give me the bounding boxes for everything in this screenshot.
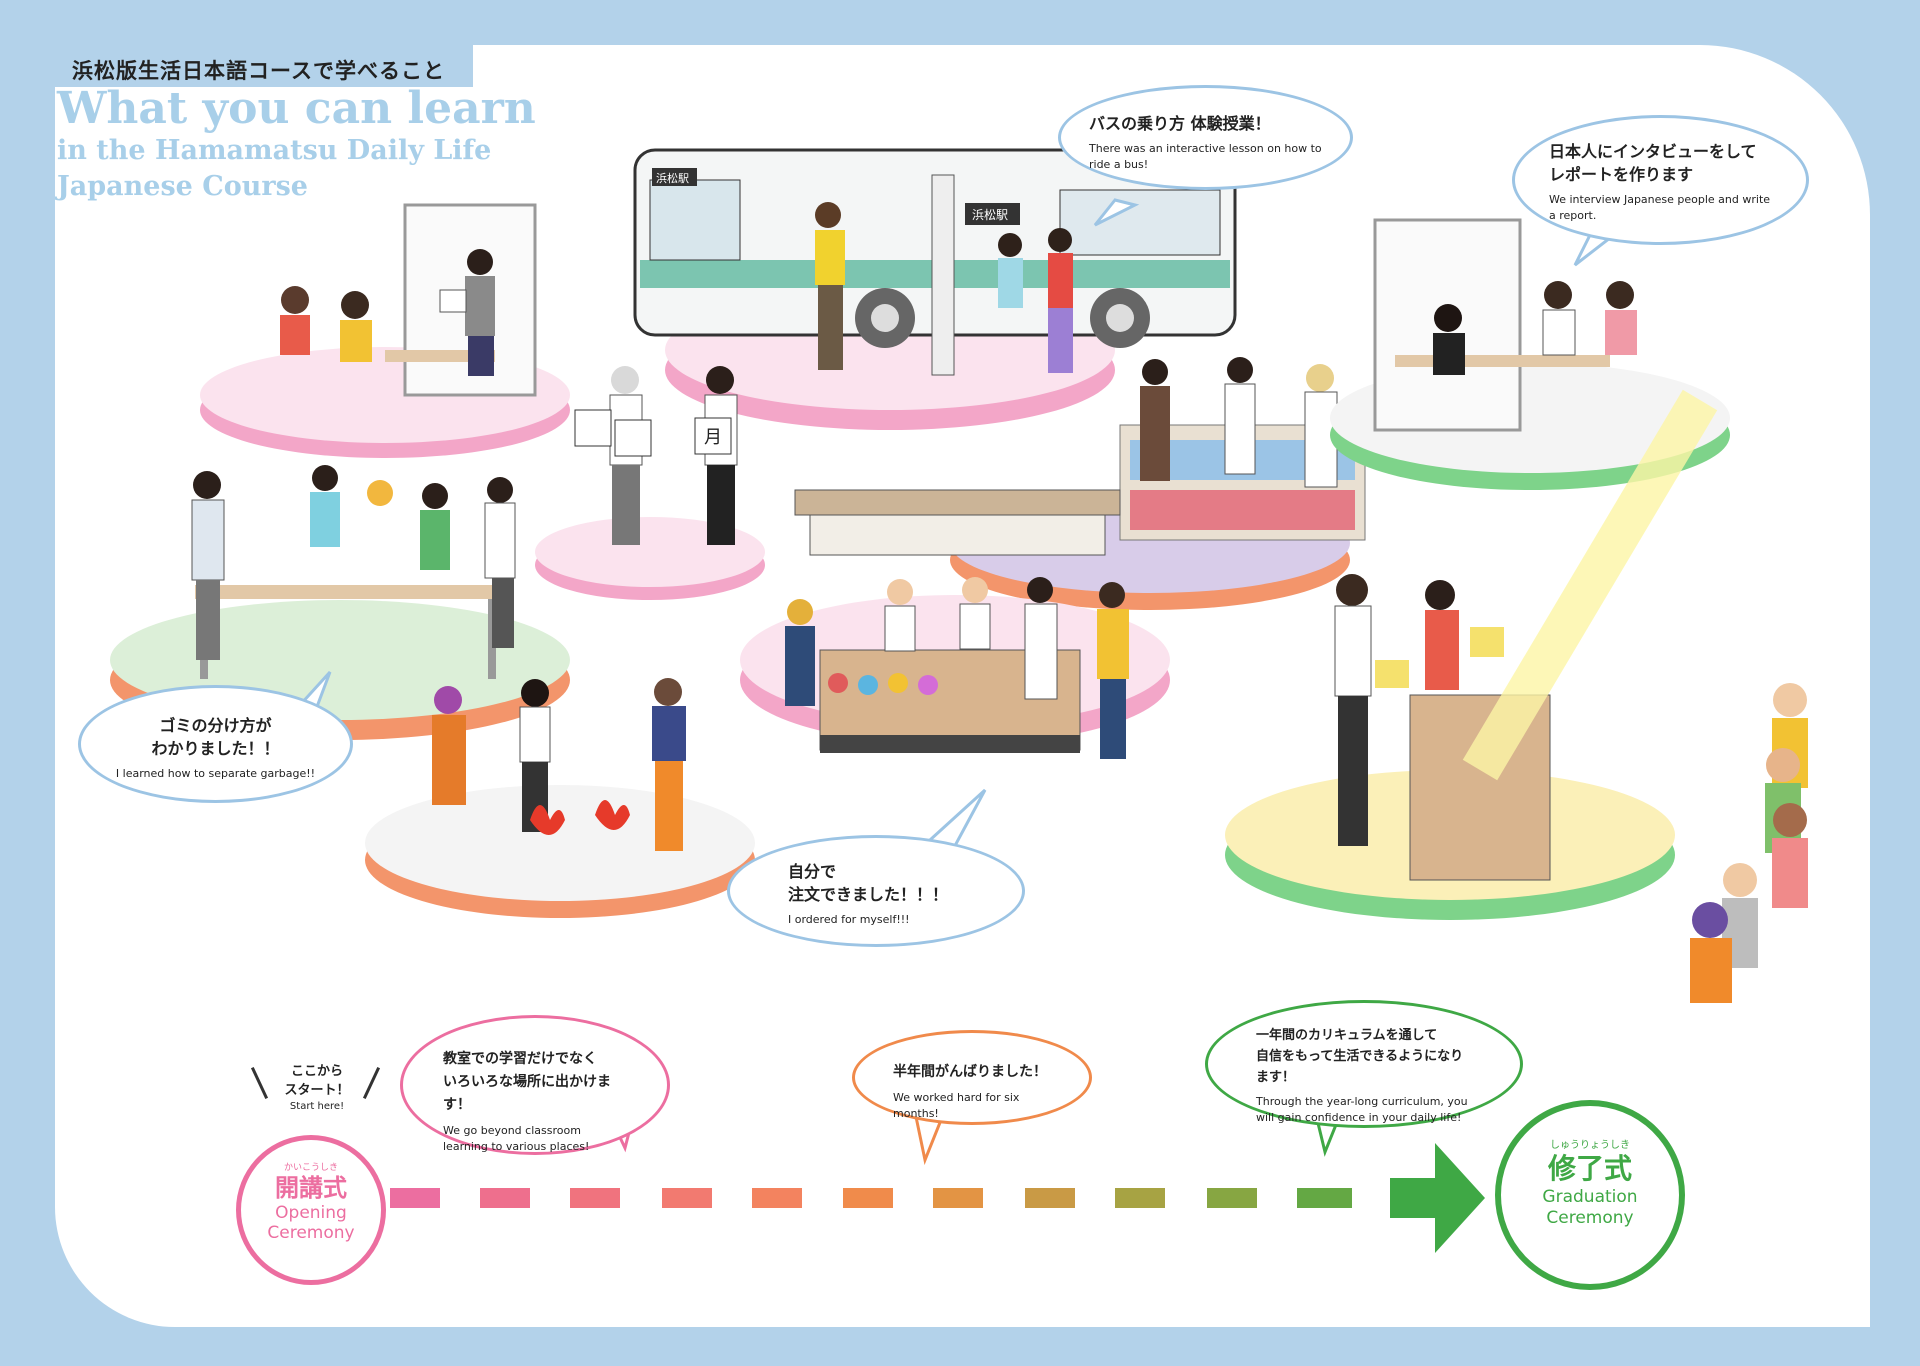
places-text-en: We go beyond classroom learning to vario… — [443, 1124, 590, 1153]
title-english-line2: in the Hamamatsu Daily Life — [57, 135, 492, 166]
bus-lesson-bubble: バスの乗り方 体験授業！ There was an interactive le… — [1058, 85, 1353, 190]
graduation-en2: Ceremony — [1546, 1208, 1634, 1228]
bus-destination-sign: 浜松駅 — [972, 208, 1008, 222]
opening-ceremony-circle: かいこうしき 開講式 Opening Ceremony — [236, 1135, 386, 1285]
six-months-bubble: 半年間がんばりました！ We worked hard for six month… — [852, 1030, 1092, 1125]
order-text-jp2: 注文できました！！！ — [788, 885, 949, 904]
places-text-jp1: 教室での学習だけでなく — [443, 1051, 597, 1067]
curriculum-text-jp2: 自信をもって生活できるようになります！ — [1256, 1049, 1464, 1085]
curriculum-text-jp1: 一年間のカリキュラムを通して — [1256, 1028, 1438, 1043]
timeline — [390, 1143, 1485, 1253]
graduation-scene — [1225, 389, 1718, 920]
fire-drill-scene — [365, 678, 755, 918]
start-here-en: Start here! — [289, 1101, 345, 1112]
classroom-scene — [200, 203, 570, 458]
order-text-en: I ordered for myself!!! — [788, 913, 910, 926]
bus-lesson-text-jp: バスの乗り方 体験授業！ — [1089, 114, 1271, 133]
cards-scene: 月 — [535, 366, 765, 600]
opening-jp: 開講式 — [275, 1174, 347, 1202]
interview-bubble: 日本人にインタビューをして レポートを作ります We interview Jap… — [1512, 115, 1809, 245]
graduation-jp: 修了式 — [1547, 1152, 1632, 1185]
interview-text-en: We interview Japanese people and write a… — [1549, 193, 1771, 222]
title-english-line1: What you can learn — [57, 83, 536, 134]
graduation-ceremony-circle: しゅうりょうしき 修了式 Graduation Ceremony — [1495, 1100, 1685, 1290]
food-stall-scene — [740, 489, 1170, 759]
title-english: What you can learn in the Hamamatsu Dail… — [57, 85, 536, 205]
order-bubble: 自分で 注文できました！！！ I ordered for myself!!! — [727, 835, 1025, 947]
places-text-jp2: いろいろな場所に出かけます！ — [443, 1074, 611, 1113]
curriculum-bubble: 一年間のカリキュラムを通して 自信をもって生活できるようになります！ Throu… — [1205, 1000, 1523, 1128]
garbage-text-jp2: わかりました！！ — [151, 739, 280, 758]
bus-lesson-text-en: There was an interactive lesson on how t… — [1089, 142, 1322, 171]
title-japanese: 浜松版生活日本語コースで学べること — [72, 59, 445, 83]
title-english-line3: Japanese Course — [57, 171, 308, 202]
interview-scene — [1330, 218, 1730, 490]
garbage-bubble: ゴミの分け方が わかりました！！ I learned how to separa… — [78, 685, 353, 803]
opening-en1: Opening — [275, 1203, 347, 1223]
opening-en2: Ceremony — [267, 1223, 355, 1243]
opening-ruby: かいこうしき — [283, 1163, 338, 1173]
bus-bubble-tail — [1093, 198, 1140, 227]
title-band — [55, 45, 473, 87]
start-here-label: ここから スタート！ Start here! — [272, 1060, 362, 1112]
card-tsuki: 月 — [704, 427, 722, 448]
bus-front-sign: 浜松駅 — [656, 171, 689, 185]
curriculum-text-en: Through the year-long curriculum, you wi… — [1256, 1095, 1468, 1124]
order-text-jp1: 自分で — [788, 862, 837, 881]
six-months-text-jp: 半年間がんばりました！ — [893, 1064, 1047, 1080]
graduation-en1: Graduation — [1542, 1187, 1638, 1207]
audience-clapping — [1690, 683, 1808, 1003]
six-months-text-en: We worked hard for six months! — [893, 1091, 1020, 1120]
garbage-text-jp1: ゴミの分け方が — [159, 716, 272, 735]
graduation-ruby: しゅうりょうしき — [1550, 1140, 1630, 1151]
garbage-text-en: I learned how to separate garbage!! — [115, 767, 316, 780]
interview-text-jp2: レポートを作ります — [1549, 165, 1694, 184]
start-here-jp1: ここから — [290, 1064, 343, 1079]
places-bubble: 教室での学習だけでなく いろいろな場所に出かけます！ We go beyond … — [400, 1015, 670, 1155]
start-here-jp2: スタート！ — [284, 1083, 350, 1098]
bus-scene: 浜松駅 浜松駅 — [633, 148, 1237, 430]
interview-text-jp1: 日本人にインタビューをして — [1549, 142, 1757, 161]
